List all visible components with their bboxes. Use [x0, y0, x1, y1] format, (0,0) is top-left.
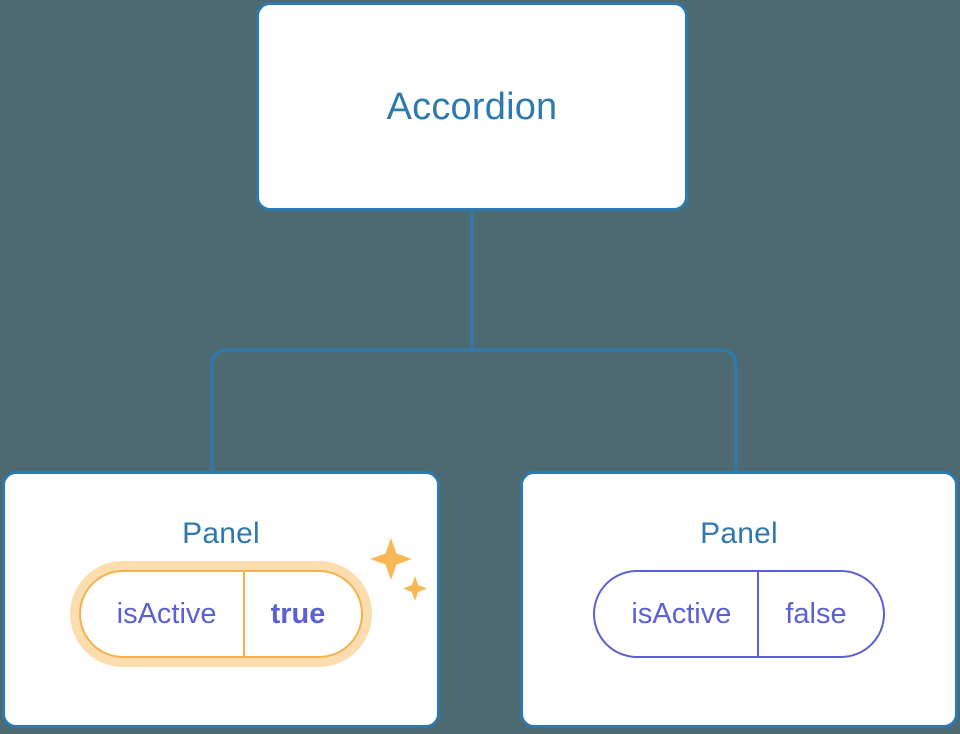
connector-rail-to-panel-left: [210, 348, 472, 471]
sparkles-icon: [370, 538, 427, 601]
prop-pill-isactive-true[interactable]: isActive true: [78, 570, 364, 658]
node-panel-right[interactable]: Panel isActive false: [520, 471, 958, 728]
prop-key: isActive: [631, 597, 732, 630]
node-panel-left-title: Panel: [182, 517, 260, 550]
node-panel-right-title: Panel: [700, 517, 778, 550]
node-panel-left[interactable]: Panel isActive true: [2, 471, 440, 728]
panel-left-prop-wrap: isActive true: [5, 538, 437, 658]
prop-value: true: [242, 572, 362, 656]
node-accordion-title: Accordion: [386, 85, 558, 128]
node-accordion[interactable]: Accordion: [256, 2, 688, 211]
prop-pill-isactive-false[interactable]: isActive false: [593, 570, 885, 658]
connector-rail-to-panel-right: [472, 348, 738, 471]
prop-value: false: [757, 572, 882, 656]
prop-key: isActive: [116, 597, 217, 630]
panel-right-prop-wrap: isActive false: [523, 570, 955, 658]
